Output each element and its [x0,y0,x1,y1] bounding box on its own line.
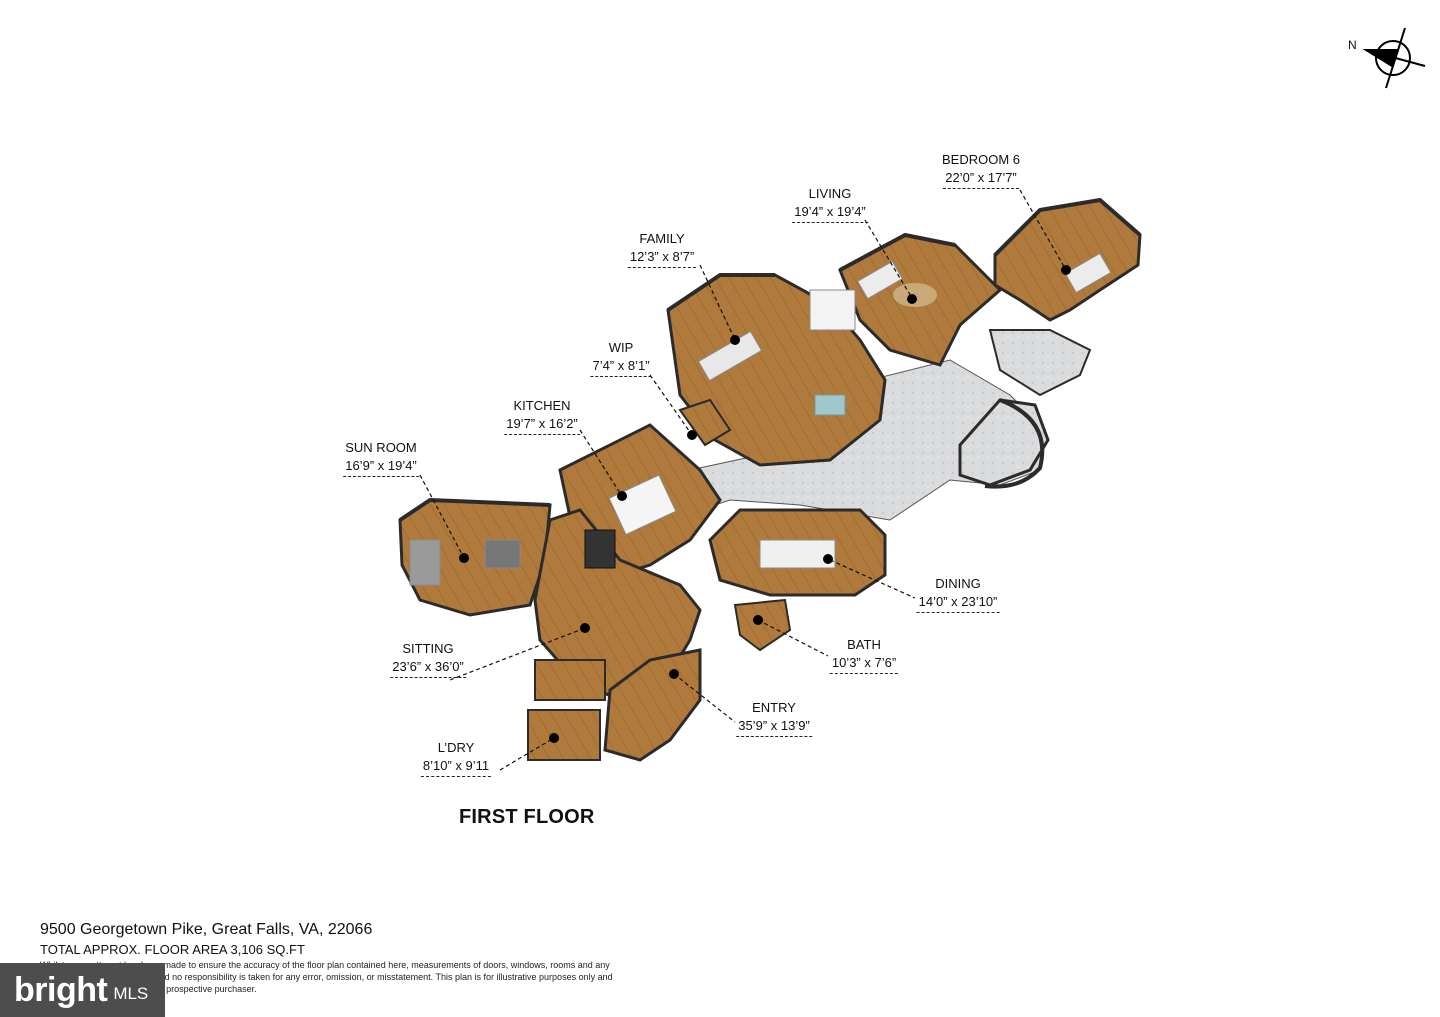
room-name: ENTRY [752,700,796,715]
label-wip: WIP 7’4” x 8’1” [590,339,652,377]
room-name: FAMILY [639,231,685,246]
rooms-layer [398,198,1142,762]
room-dims: 35’9” x 13’9” [736,717,812,737]
room-name: SUN ROOM [345,440,417,455]
marker-dining [823,554,833,564]
room-bedroom-bath-floor [988,329,1092,397]
marker-wip [687,430,697,440]
room-markers [459,265,1071,743]
room-laundry-floor [527,709,601,761]
floor-area: TOTAL APPROX. FLOOR AREA 3,106 SQ.FT [40,942,305,957]
walls-layer [398,198,1142,522]
room-name: WIP [608,340,634,355]
room-name: KITCHEN [513,398,571,413]
marker-living [907,294,917,304]
marker-kitchen [617,491,627,501]
room-name: BATH [847,637,881,652]
room-dims: 12’3” x 8’7” [627,248,697,268]
bright-mls-logo: bright MLS [0,963,165,1017]
marker-bedroom-6 [1061,265,1071,275]
room-dims: 14’0” x 23’10” [916,593,1000,613]
room-laundry-upper-floor [534,659,606,701]
room-name: L’DRY [437,740,475,755]
label-entry: ENTRY 35’9” x 13’9” [736,699,812,737]
room-name: LIVING [808,186,852,201]
label-sun-room: SUN ROOM 16’9” x 19’4” [343,439,419,477]
property-address: 9500 Georgetown Pike, Great Falls, VA, 2… [40,921,373,938]
brand-suffix: MLS [113,984,149,1003]
label-family: FAMILY 12’3” x 8’7” [627,230,697,268]
room-name: BEDROOM 6 [941,152,1021,167]
room-dims: 23’6” x 36’0” [390,658,466,678]
room-bath-floor [733,598,792,652]
marker-family [730,335,740,345]
marker-entry [669,669,679,679]
room-dims: 19’7” x 16’2” [504,415,580,435]
marker-laundry [549,733,559,743]
compass-north-label: N [1348,38,1357,52]
label-bath: BATH 10’3” x 7’6” [829,636,899,674]
label-bedroom-6: BEDROOM 6 22’0” x 17’7” [942,151,1020,189]
room-dims: 8’10” x 9’11 [420,757,492,777]
label-sitting: SITTING 23’6” x 36’0” [390,640,466,678]
label-laundry: L’DRY 8’10” x 9’11 [420,739,492,777]
room-name: DINING [935,576,981,591]
label-dining: DINING 14’0” x 23’10” [916,575,1000,613]
furniture-layer [409,252,1112,586]
compass-icon [1362,27,1426,89]
floor-title: FIRST FLOOR [459,806,595,828]
label-kitchen: KITCHEN 19’7” x 16’2” [504,397,580,435]
label-living: LIVING 19’4” x 19’4” [792,185,868,223]
marker-sitting [580,623,590,633]
room-dims: 7’4” x 8’1” [590,357,652,377]
marker-sun-room [459,553,469,563]
room-dims: 22’0” x 17’7” [943,169,1019,189]
room-dims: 19’4” x 19’4” [792,203,868,223]
room-name: SITTING [402,641,454,656]
leader-lines [419,189,1067,771]
brand-name: bright [14,970,108,1009]
room-dims: 10’3” x 7’6” [829,654,899,674]
room-dims: 16’9” x 19’4” [343,457,419,477]
marker-bath [753,615,763,625]
